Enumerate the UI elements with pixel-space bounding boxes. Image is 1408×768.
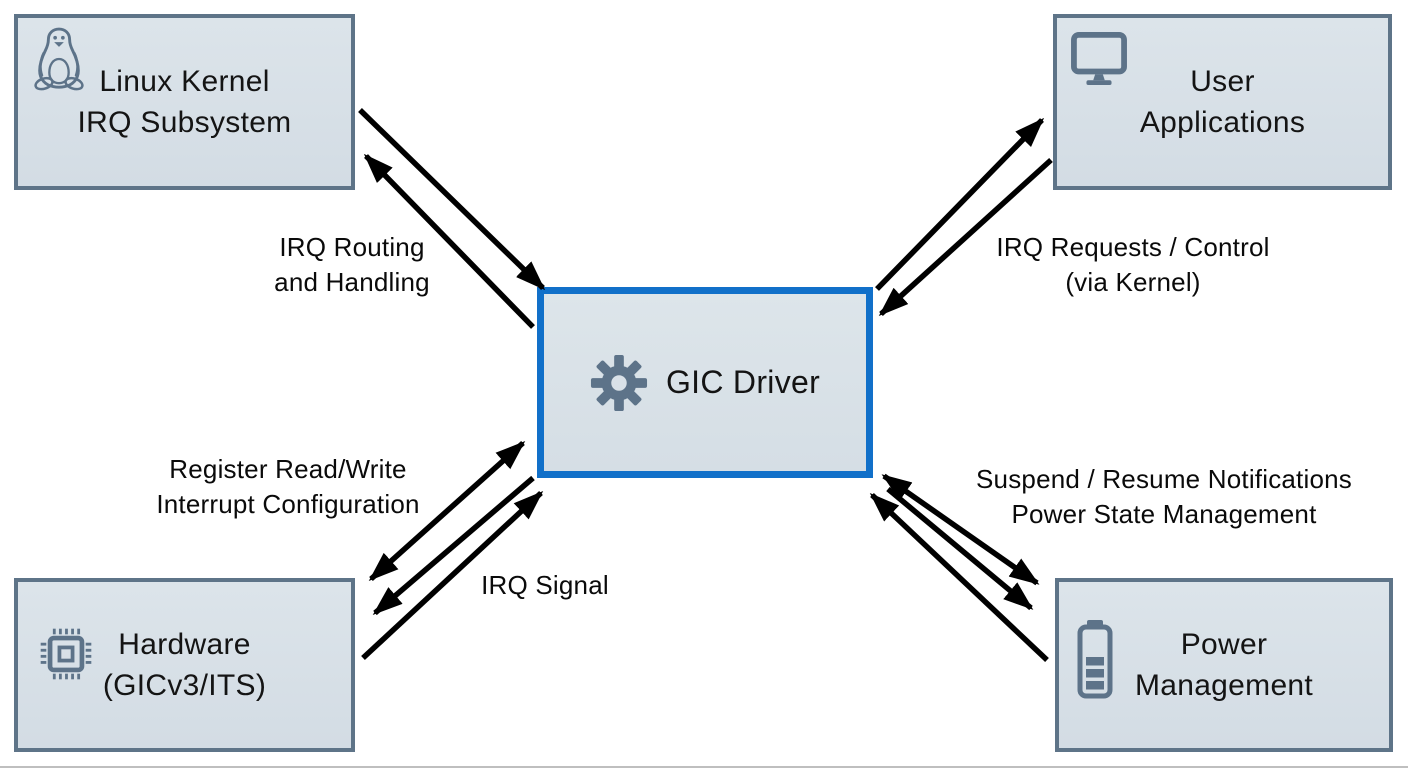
edge-label-register-readwrite: Register Read/Write Interrupt Configurat… (156, 454, 420, 519)
linux-tux-icon (30, 26, 88, 97)
edge-label-irq-requests: IRQ Requests / Control (via Kernel) (996, 232, 1270, 297)
power-title-line1: Power (1180, 628, 1268, 661)
kernel-title-line2: IRQ Subsystem (77, 106, 292, 139)
chip-icon (36, 624, 96, 689)
hardware-title-line2: (GICv3/ITS) (102, 669, 267, 702)
power-title-line2: Management (1134, 669, 1314, 702)
gic-driver-title: GIC Driver (665, 364, 821, 400)
node-linux-kernel-irq-subsystem: Linux Kernel IRQ Subsystem (14, 14, 355, 190)
gear-icon (590, 354, 648, 412)
bottom-edge-line (0, 766, 1408, 768)
hardware-title-line1: Hardware (118, 628, 251, 661)
kernel-title-line1: Linux Kernel (99, 65, 270, 98)
node-gic-driver: GIC Driver (537, 287, 873, 478)
apps-title-line2: Applications (1139, 106, 1306, 139)
edge-label-irq-signal: IRQ Signal (481, 570, 609, 600)
battery-icon (1075, 618, 1115, 705)
edge-label-suspend-resume: Suspend / Resume Notifications Power Sta… (976, 464, 1352, 529)
apps-title-line1: User (1190, 65, 1255, 98)
monitor-icon (1070, 32, 1128, 91)
node-user-applications: User Applications (1053, 14, 1392, 190)
edge-label-irq-routing: IRQ Routing and Handling (274, 232, 430, 297)
node-hardware-gicv3-its: Hardware (GICv3/ITS) (14, 578, 355, 752)
node-power-management: Power Management (1055, 578, 1393, 752)
